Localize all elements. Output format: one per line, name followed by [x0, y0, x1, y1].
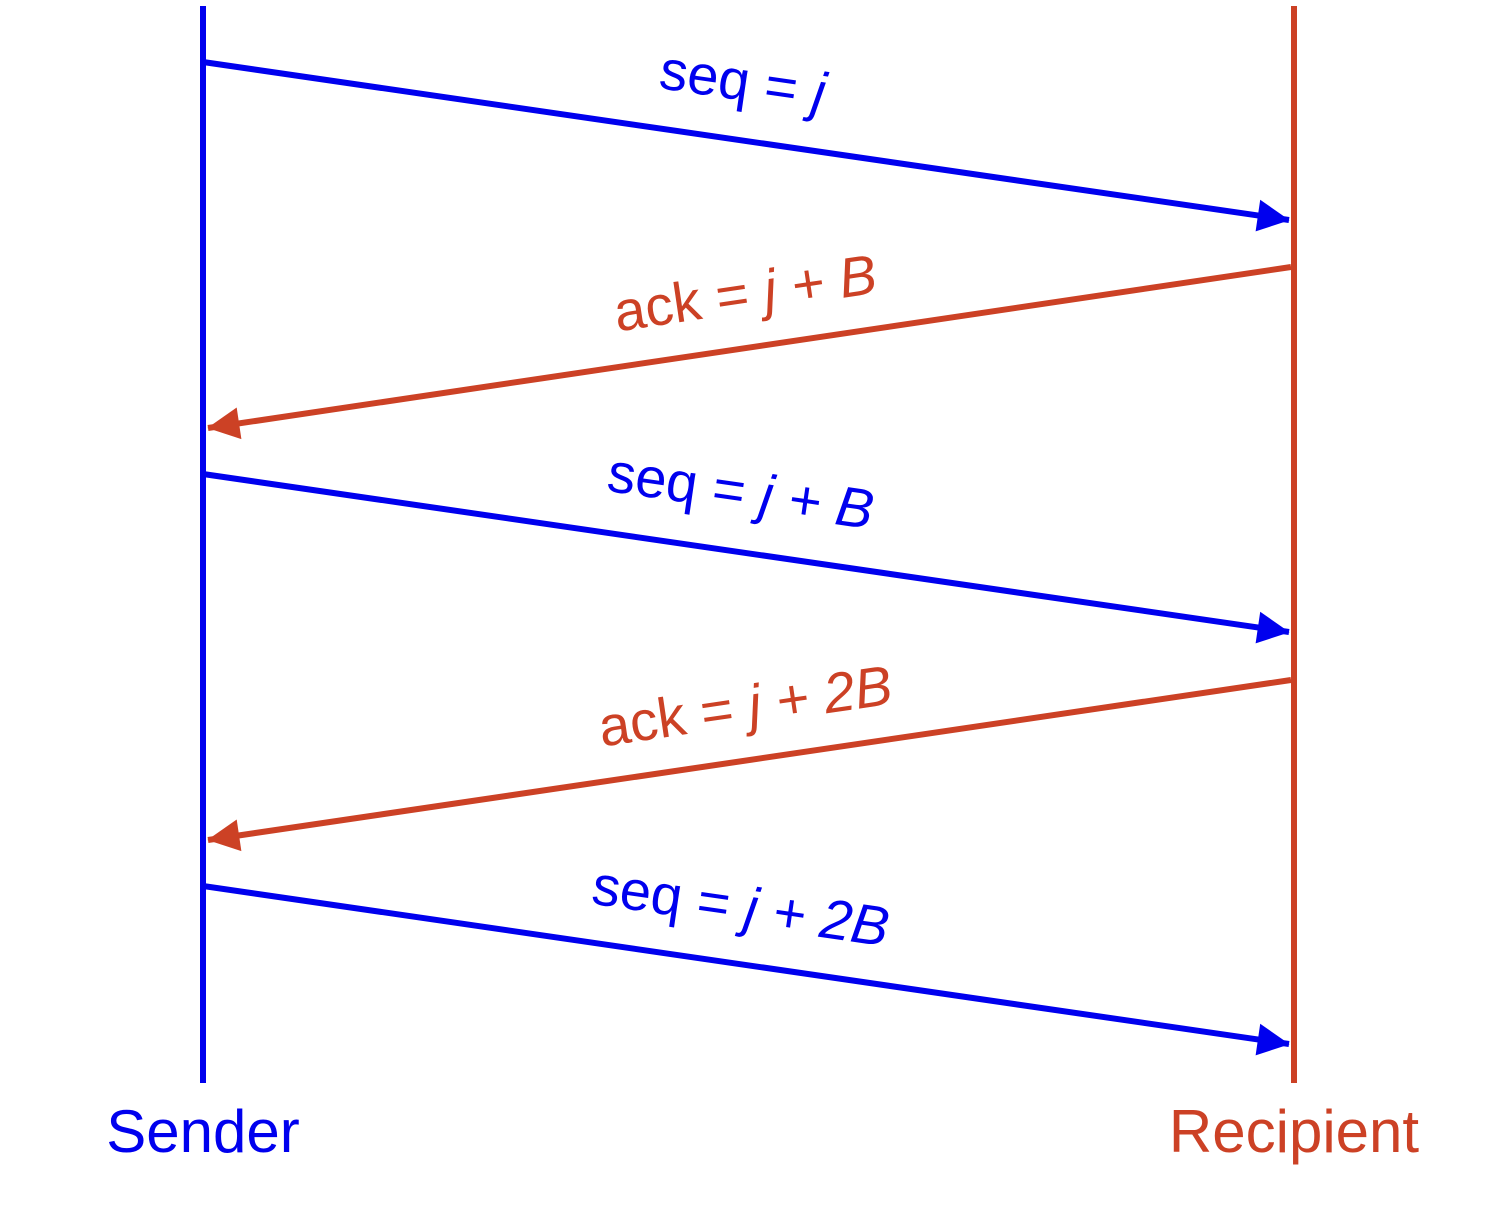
- message-value: j + B: [749, 461, 877, 541]
- seq-arrow: [202, 59, 1290, 232]
- ack-arrow: [207, 677, 1292, 852]
- message-operator: =: [680, 674, 752, 746]
- message-field-name: ack: [594, 683, 690, 758]
- message-field-name: ack: [610, 268, 706, 343]
- ack-arrow: [207, 264, 1292, 440]
- ack-label: ack = j + 2B: [594, 653, 896, 759]
- ack-label: ack = j + B: [610, 242, 881, 343]
- seq-arrow: [202, 471, 1290, 644]
- message-operator: =: [745, 51, 817, 123]
- message-field-name: seq: [588, 853, 686, 928]
- message-operator: =: [693, 453, 765, 525]
- sender-label: Sender: [106, 1098, 299, 1165]
- seq-label: seq = j + 2B: [588, 853, 893, 958]
- message-field-name: seq: [656, 38, 754, 113]
- seq-label: seq = j + B: [604, 440, 878, 541]
- seq-arrow: [202, 883, 1290, 1056]
- message-value: j + 2B: [737, 653, 896, 738]
- message-field-name: seq: [604, 440, 702, 515]
- message-value: j + B: [752, 242, 881, 322]
- recipient-label: Recipient: [1169, 1098, 1419, 1165]
- seq-label: seq = j: [656, 38, 831, 125]
- message-operator: =: [678, 866, 750, 938]
- message-value: j + 2B: [734, 874, 893, 958]
- message-operator: =: [696, 259, 768, 331]
